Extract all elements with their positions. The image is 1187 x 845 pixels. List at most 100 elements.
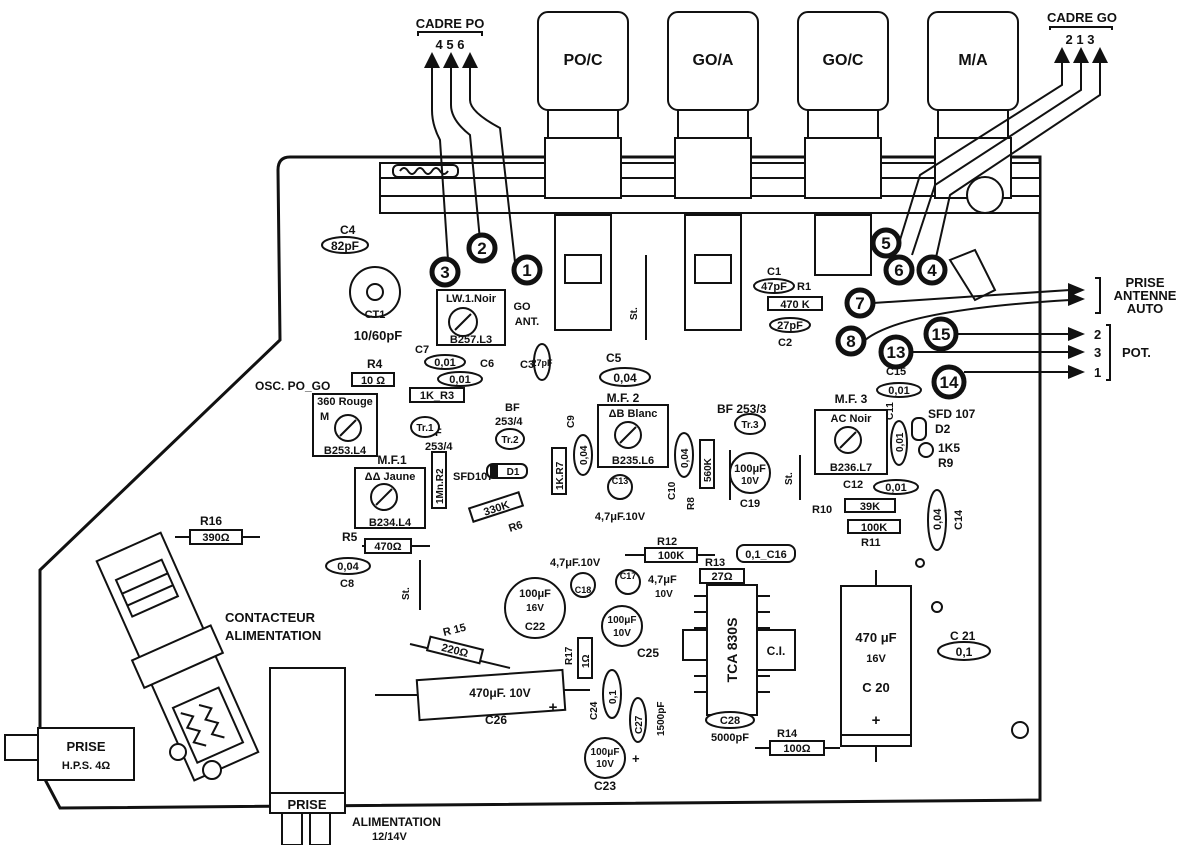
- pad-14: 14: [931, 364, 967, 400]
- trimmer-ct1: CT1 10/60pF: [349, 266, 402, 343]
- svg-text:B235.L6: B235.L6: [612, 455, 654, 467]
- svg-text:1500pF: 1500pF: [656, 702, 667, 736]
- capacitor-c11: C11 0,01: [885, 402, 908, 466]
- svg-text:C22: C22: [525, 621, 545, 633]
- svg-text:R10: R10: [812, 504, 832, 516]
- svg-text:C14: C14: [953, 509, 965, 530]
- svg-text:470μF. 10V: 470μF. 10V: [469, 686, 530, 700]
- svg-text:16V: 16V: [526, 603, 544, 614]
- cadre-go-pins: 2 1 3: [1066, 32, 1095, 47]
- svg-text:1K_R3: 1K_R3: [420, 390, 454, 402]
- svg-text:R14: R14: [777, 728, 798, 740]
- resistor-r11: 100K R11: [847, 519, 901, 549]
- capacitor-c10: C10 0,04: [667, 432, 694, 500]
- capacitor-c7: C7 0,01 C6: [415, 344, 494, 370]
- pot-connector: 2 3 1 POT.: [911, 324, 1151, 381]
- coil-osc-l4: 360 Rouge M B253.L4: [312, 393, 378, 457]
- svg-text:C2: C2: [778, 337, 792, 349]
- svg-text:0,01: 0,01: [895, 432, 906, 452]
- pot-pin-2: 2: [1094, 327, 1101, 342]
- capacitor-c19: 100μF 10V C19: [729, 452, 771, 510]
- resistor-r16: R16 390Ω: [175, 514, 260, 545]
- coil-mf3: M.F. 3 AC Noir B236.L7: [814, 392, 888, 475]
- resistor-r10: R10 39K: [812, 498, 896, 516]
- capacitor-c16: 0,1_C16: [736, 544, 796, 563]
- capacitor-c6: 0,01: [437, 371, 483, 387]
- svg-text:R13: R13: [705, 557, 725, 569]
- svg-text:0,01: 0,01: [434, 357, 455, 369]
- svg-text:R9: R9: [938, 456, 954, 470]
- capacitor-c28: C28 5000pF: [705, 711, 755, 744]
- svg-text:13: 13: [887, 343, 906, 362]
- capacitor-c12: C12 0,01: [843, 479, 919, 495]
- button-po-c-grip: [564, 254, 602, 284]
- svg-text:C15: C15: [886, 366, 906, 378]
- svg-text:0,01: 0,01: [449, 374, 470, 386]
- capacitor-c4: C4 82pF: [321, 223, 369, 254]
- svg-text:Tr.2: Tr.2: [501, 435, 519, 446]
- svg-text:8: 8: [846, 332, 855, 351]
- cadre-po: CADRE PO 4 5 6: [416, 16, 516, 263]
- capacitor-c15: C15 0,01: [876, 366, 922, 398]
- button-go-c[interactable]: GO/C: [797, 11, 889, 276]
- svg-text:100μF: 100μF: [608, 615, 637, 626]
- pad-1: 1: [511, 254, 543, 286]
- svg-text:C8: C8: [340, 578, 354, 590]
- capacitor-c23: 100μF 10V C23 +: [584, 737, 640, 793]
- prise-antenne-line2: ANTENNE: [1114, 288, 1177, 303]
- svg-text:100μF: 100μF: [591, 747, 620, 758]
- button-go-a[interactable]: GO/A: [667, 11, 759, 331]
- svg-text:470Ω: 470Ω: [374, 541, 401, 553]
- svg-text:CONTACTEUR: CONTACTEUR: [225, 610, 316, 625]
- svg-text:ΔΔ Jaune: ΔΔ Jaune: [365, 471, 416, 483]
- pot-pin-1: 1: [1094, 365, 1101, 380]
- capacitor-c24: C24 0,1: [589, 669, 622, 720]
- svg-text:100μF: 100μF: [519, 588, 551, 600]
- resistor-r8: R8 560K: [686, 439, 715, 510]
- svg-text:C.I.: C.I.: [767, 644, 786, 658]
- capacitor-c20: 470 μF 16V C 20 +: [840, 570, 912, 762]
- svg-text:AC Noir: AC Noir: [831, 413, 873, 425]
- svg-text:M.F. 2: M.F. 2: [607, 391, 640, 405]
- svg-text:ANT.: ANT.: [515, 316, 539, 328]
- svg-text:470 μF: 470 μF: [855, 630, 896, 645]
- svg-text:253/4: 253/4: [425, 441, 453, 453]
- svg-text:M.F. 3: M.F. 3: [835, 392, 868, 406]
- svg-text:10/60pF: 10/60pF: [354, 328, 402, 343]
- svg-text:ΔB Blanc: ΔB Blanc: [609, 408, 658, 420]
- button-m-a[interactable]: M/A: [927, 11, 1019, 302]
- svg-text:PRISE: PRISE: [287, 797, 326, 812]
- transistor-tr1: BF Tr.1 253/4: [410, 416, 453, 453]
- svg-text:0,01: 0,01: [888, 385, 909, 397]
- svg-text:0,1_C16: 0,1_C16: [745, 549, 787, 561]
- svg-text:Tr.1: Tr.1: [416, 423, 434, 434]
- svg-text:6: 6: [894, 261, 903, 280]
- button-po-c[interactable]: PO/C: [537, 11, 629, 331]
- svg-text:C12: C12: [843, 479, 863, 491]
- svg-text:C17: C17: [620, 571, 637, 581]
- svg-text:15: 15: [932, 325, 951, 344]
- svg-text:1K.R7: 1K.R7: [555, 461, 566, 490]
- svg-text:C 20: C 20: [862, 680, 889, 695]
- st-label-2: St.: [401, 587, 412, 600]
- svg-text:10V: 10V: [655, 589, 673, 600]
- coil-mf1: M.F.1 ΔΔ Jaune B234.L4: [354, 453, 426, 529]
- svg-text:BF 253/3: BF 253/3: [717, 402, 767, 416]
- svg-text:R 15: R 15: [442, 622, 467, 639]
- svg-text:C 21: C 21: [950, 629, 976, 643]
- svg-text:B257.L3: B257.L3: [450, 334, 492, 346]
- diode-d2: SFD 107 D2 1K5 R9: [911, 407, 976, 470]
- resistor-r12: R12 100K: [625, 536, 715, 563]
- svg-text:5000pF: 5000pF: [711, 732, 749, 744]
- svg-text:R8: R8: [686, 497, 697, 510]
- svg-text:0,04: 0,04: [337, 561, 359, 573]
- svg-text:C5: C5: [606, 351, 622, 365]
- svg-text:C18: C18: [575, 585, 592, 595]
- svg-text:10V: 10V: [613, 628, 631, 639]
- svg-text:C11: C11: [885, 402, 896, 420]
- resistor-r17: R17 1Ω: [564, 637, 593, 679]
- svg-text:C1: C1: [767, 266, 781, 278]
- svg-text:C25: C25: [637, 646, 659, 660]
- misc-traces: [419, 255, 801, 610]
- svg-text:R4: R4: [367, 357, 383, 371]
